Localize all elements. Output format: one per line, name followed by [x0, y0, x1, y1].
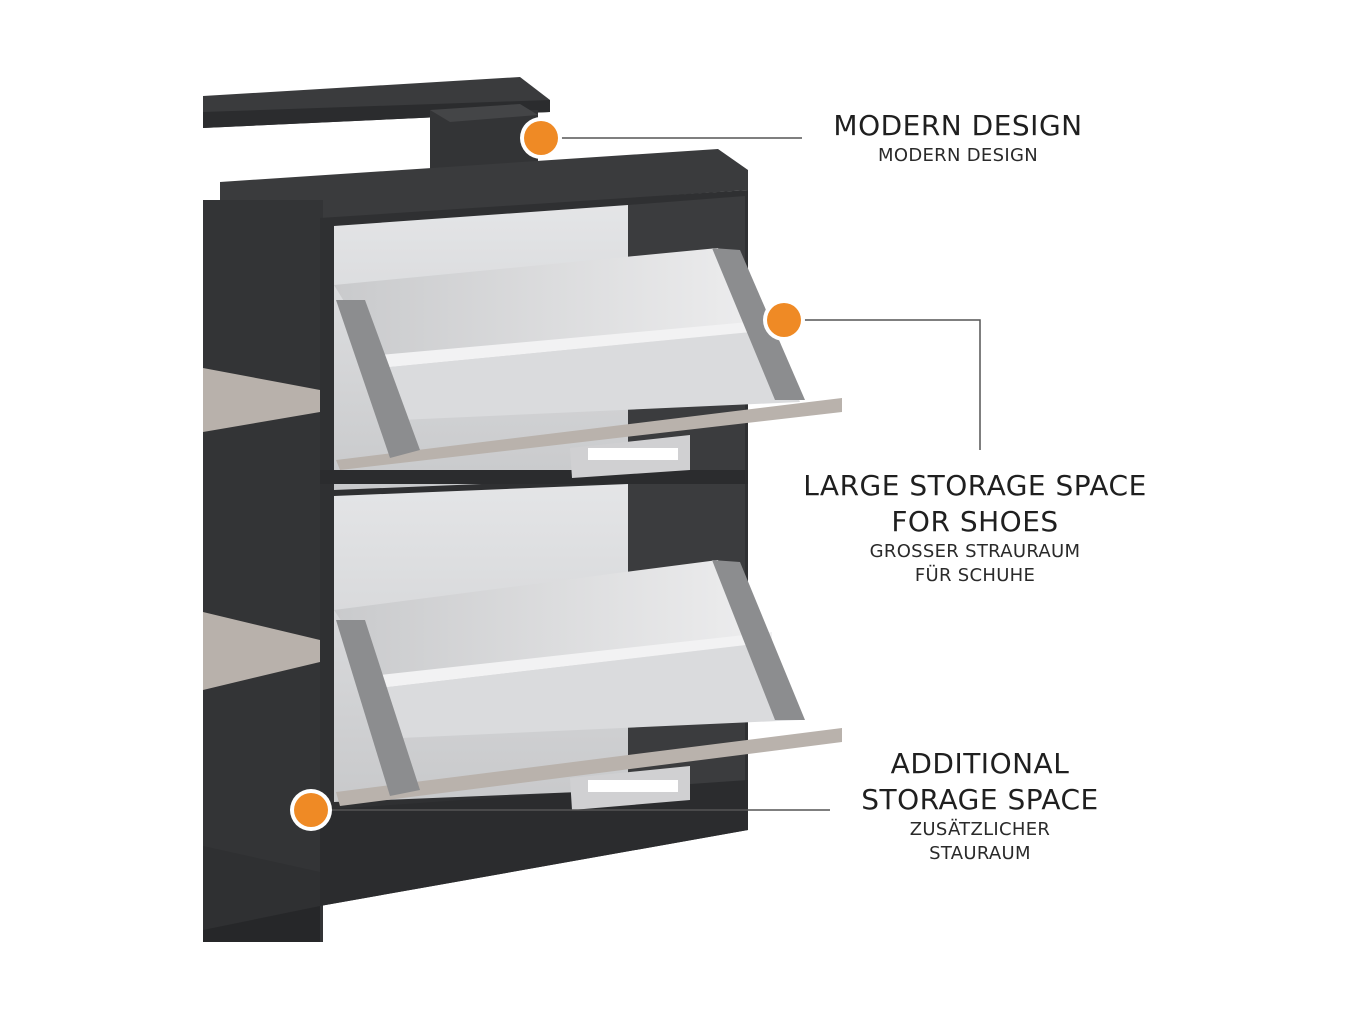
callout-design: MODERN DESIGN MODERN DESIGN [800, 108, 1116, 168]
callout-storage: LARGE STORAGE SPACE FOR SHOES GROSSER ST… [775, 468, 1175, 588]
callout-storage-subtitle-2: FÜR SCHUHE [914, 565, 1036, 586]
callout-additional-title-1: ADDITIONAL [890, 747, 1070, 780]
callout-design-title: MODERN DESIGN [833, 109, 1083, 142]
callout-additional-title-2: STORAGE SPACE [861, 783, 1099, 816]
flap-2-shelf [336, 728, 842, 806]
callout-additional: ADDITIONAL STORAGE SPACE ZUSÄTZLICHER ST… [830, 746, 1130, 866]
callout-storage-subtitle-1: GROSSER STRAURAUM [869, 541, 1081, 562]
side-shelf-2 [203, 612, 320, 690]
marker-design-dot [524, 121, 558, 155]
cabinet-top [220, 149, 748, 220]
cabinet-side [203, 200, 323, 942]
callout-additional-subtitle-2: STAURAUM [929, 843, 1031, 864]
side-shelf-1 [203, 368, 320, 432]
marker-additional-dot [294, 793, 328, 827]
callout-line-storage [784, 319, 981, 450]
flap-1-shelf [336, 398, 842, 470]
callout-storage-title-2: FOR SHOES [891, 505, 1059, 538]
callout-additional-subtitle-1: ZUSÄTZLICHER [909, 819, 1051, 840]
marker-storage-dot [767, 303, 801, 337]
callout-storage-title-1: LARGE STORAGE SPACE [803, 469, 1147, 502]
callout-design-subtitle: MODERN DESIGN [878, 145, 1038, 166]
